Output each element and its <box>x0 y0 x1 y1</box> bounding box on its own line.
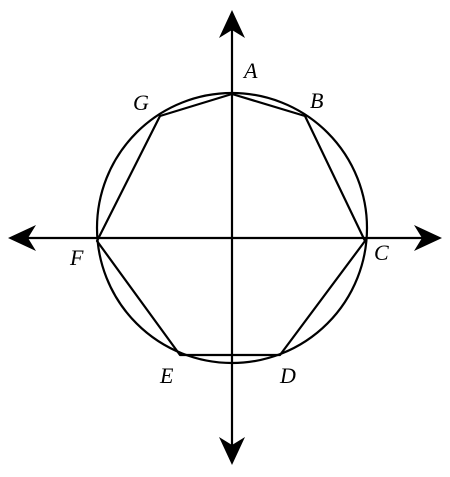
vertex-label-c: C <box>374 240 389 265</box>
x-axis-right-arrow-icon <box>414 225 442 251</box>
vertex-label-g: G <box>133 90 149 115</box>
vertex-label-e: E <box>159 363 174 388</box>
x-axis-left-arrow-icon <box>8 225 36 251</box>
vertex-label-a: A <box>242 58 258 83</box>
vertex-label-d: D <box>279 363 296 388</box>
y-axis-top-arrow-icon <box>219 10 245 38</box>
y-axis-bottom-arrow-icon <box>219 437 245 465</box>
vertex-label-b: B <box>310 88 323 113</box>
vertex-label-f: F <box>69 245 84 270</box>
heptagon <box>95 92 367 357</box>
